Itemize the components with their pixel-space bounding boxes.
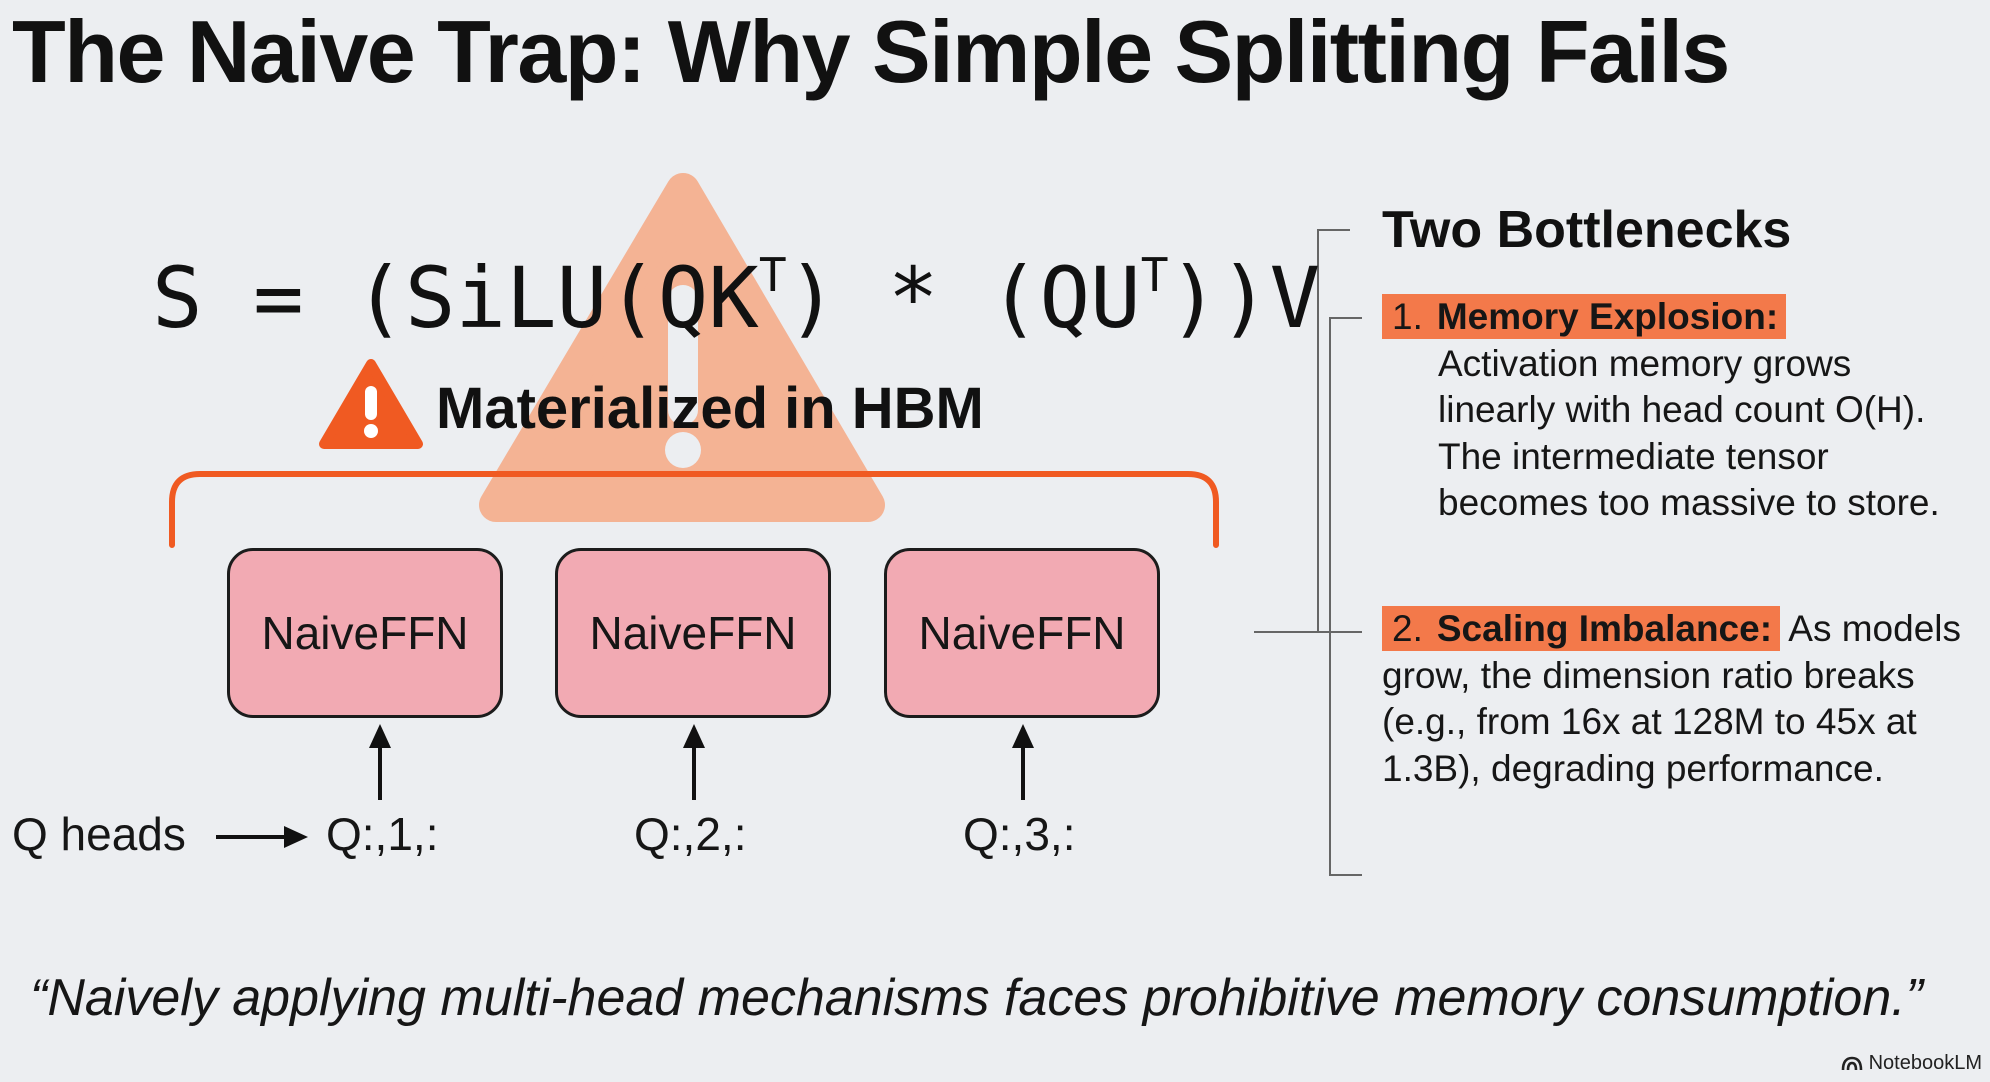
bottleneck-item-2: 2. Scaling Imbalance: As models grow, the… [1382, 606, 1972, 792]
up-arrow-3 [1012, 724, 1034, 800]
brand-name: NotebookLM [1868, 1052, 1982, 1074]
bottleneck-2-text: As models grow, the dimension ratio brea… [1382, 608, 1962, 789]
page-title: The Naive Trap: Why Simple Splitting Fai… [12, 2, 1730, 101]
bottleneck-1-text: Activation memory grows linearly with he… [1438, 342, 1940, 524]
bottleneck-1-number: 1. [1392, 296, 1423, 337]
q-slice-3: Q:,3,: [963, 808, 1076, 860]
right-arrow-icon [216, 826, 308, 848]
q-slice-1: Q:,1,: [326, 808, 439, 860]
brand-mark: NotebookLM [1841, 1050, 1982, 1076]
formula: S = (SiLU(QKT) * (QUT))V [152, 232, 1320, 348]
bottleneck-2-heading-text: Scaling Imbalance: [1436, 608, 1773, 649]
large-warning-triangle-icon [479, 173, 885, 522]
hbm-bracket [169, 471, 1219, 548]
bottlenecks-title: Two Bottlenecks [1382, 201, 1792, 259]
formula-suffix: ))V [1168, 249, 1321, 347]
naive-ffn-box-3: NaiveFFN [884, 548, 1160, 718]
formula-transpose-1: T [758, 248, 787, 303]
closing-quote: “Naively applying multi-head mechanisms … [30, 969, 1923, 1027]
q-slice-2: Q:,2,: [634, 808, 747, 860]
bottleneck-1-heading: 1. Memory Explosion: [1382, 294, 1787, 339]
up-arrow-1 [369, 724, 391, 800]
notebooklm-logo-icon [1841, 1056, 1862, 1071]
materialized-label: Materialized in HBM [436, 376, 984, 441]
q-heads-label: Q heads [12, 808, 186, 860]
bottleneck-1-heading-text: Memory Explosion: [1436, 296, 1779, 337]
formula-prefix: S = (SiLU(QK [152, 249, 759, 347]
bottleneck-item-1: 1. Memory Explosion: Activation memory gr… [1382, 294, 1972, 527]
naive-ffn-box-2: NaiveFFN [555, 548, 831, 718]
bottleneck-connectors [1254, 229, 1362, 876]
formula-transpose-2: T [1140, 248, 1169, 303]
up-arrow-2 [683, 724, 705, 800]
formula-middle: ) * (QU [786, 249, 1141, 347]
bottleneck-2-heading: 2. Scaling Imbalance: [1382, 606, 1781, 651]
bottleneck-2-number: 2. [1392, 608, 1423, 649]
naive-ffn-box-1: NaiveFFN [227, 548, 503, 718]
warning-triangle-icon [319, 359, 423, 449]
